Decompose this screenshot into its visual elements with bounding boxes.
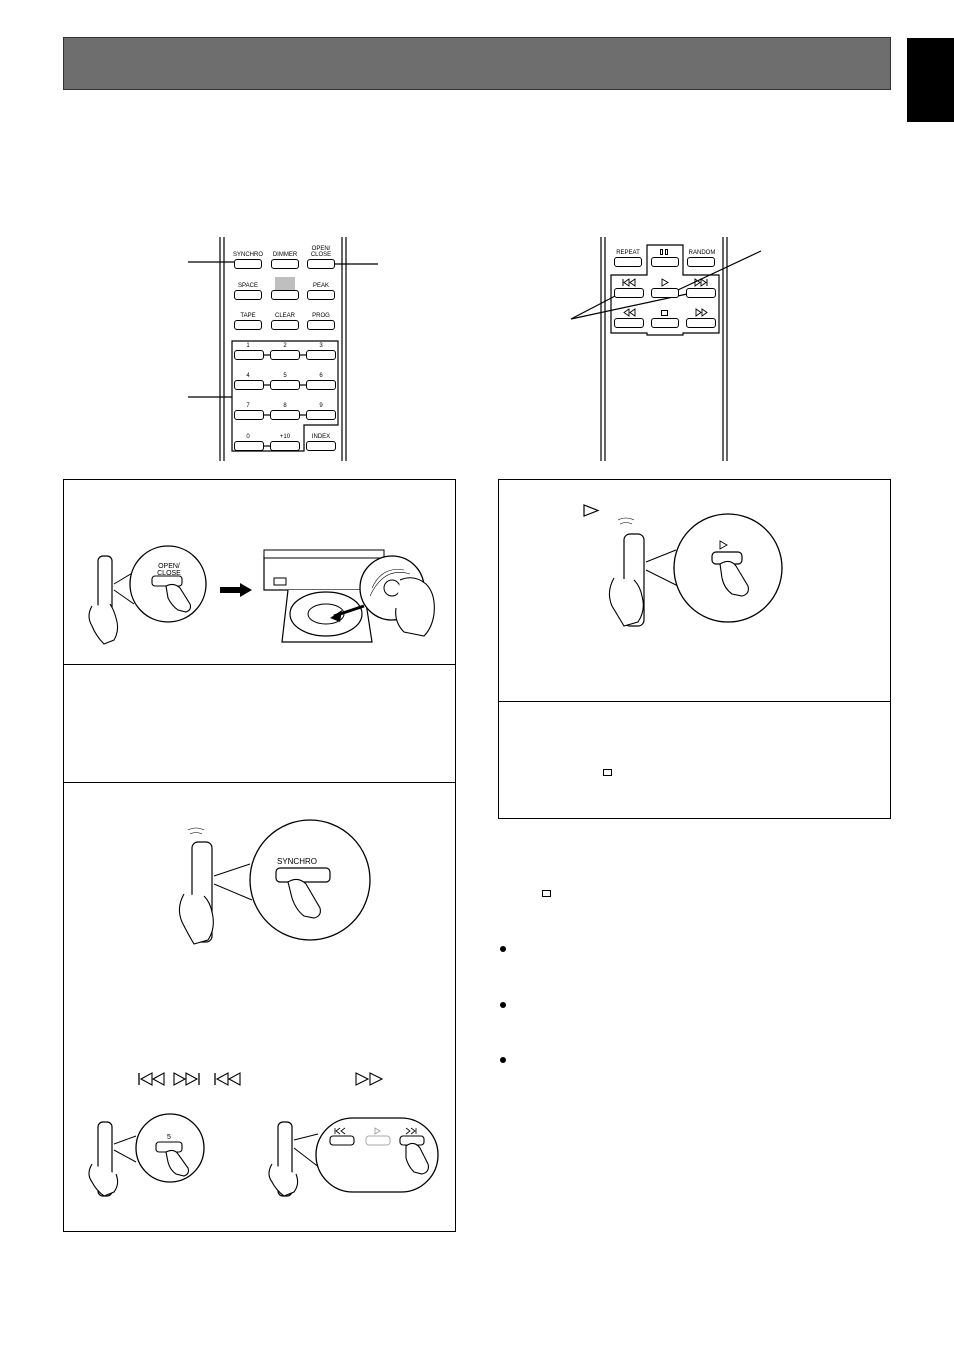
step-divider-right bbox=[499, 701, 890, 702]
index-button[interactable] bbox=[306, 441, 336, 451]
digit-9-button[interactable] bbox=[306, 410, 336, 420]
digit-6-label: 6 bbox=[319, 373, 323, 379]
dimmer-label: DIMMER bbox=[272, 252, 298, 258]
rewind-icon bbox=[623, 308, 636, 317]
index-label: INDEX bbox=[311, 434, 331, 440]
space-button[interactable] bbox=[234, 290, 262, 300]
bullet-point-1 bbox=[500, 946, 506, 952]
blank-grey-button[interactable] bbox=[275, 277, 295, 290]
steps-panel-right bbox=[498, 479, 891, 819]
skip-back-icon bbox=[214, 1072, 241, 1086]
remote-body-outline bbox=[188, 237, 378, 461]
digit-1-button[interactable] bbox=[234, 350, 264, 360]
fast-forward-icon bbox=[695, 308, 708, 317]
hand-remote-open-close-illustration bbox=[88, 545, 207, 645]
synchro-callout-label: SYNCHRO bbox=[276, 857, 317, 866]
step-divider-1 bbox=[64, 664, 455, 665]
prog-label: PROG bbox=[312, 313, 330, 319]
skip-back-icon bbox=[622, 278, 636, 287]
cd-tray-loading-illustration bbox=[263, 549, 435, 643]
open-close-label-bottom: CLOSE bbox=[310, 252, 332, 258]
digit-1-label: 1 bbox=[246, 343, 250, 349]
remote-diagram-right: REPEAT RANDOM bbox=[565, 237, 775, 461]
digit-7-label: 7 bbox=[246, 403, 250, 409]
fast-forward-icon bbox=[355, 1072, 384, 1086]
arrow-right-icon bbox=[220, 583, 252, 597]
synchro-label: SYNCHRO bbox=[232, 252, 263, 258]
open-close-callout-bottom: CLOSE bbox=[157, 570, 181, 577]
middle-button[interactable] bbox=[271, 290, 299, 300]
steps-panel-left: OPEN/ CLOSE SYNCHRO bbox=[63, 479, 456, 1232]
skip-forward-icon bbox=[694, 278, 708, 287]
open-close-callout-top: OPEN/ bbox=[158, 563, 180, 570]
tape-label: TAPE bbox=[240, 313, 256, 319]
pause-icon bbox=[660, 249, 670, 255]
digit-4-label: 4 bbox=[246, 373, 250, 379]
play-icon bbox=[661, 278, 669, 287]
clear-button[interactable] bbox=[271, 320, 299, 330]
digit-5-button[interactable] bbox=[270, 380, 300, 390]
skip-back-button[interactable] bbox=[614, 288, 644, 298]
stop-icon bbox=[603, 769, 612, 776]
digit-3-label: 3 bbox=[319, 343, 323, 349]
language-tab bbox=[907, 38, 954, 122]
hand-remote-digit-illustration bbox=[88, 1113, 205, 1197]
open-close-button[interactable] bbox=[307, 259, 335, 269]
stop-icon bbox=[661, 310, 668, 316]
rewind-button[interactable] bbox=[614, 318, 644, 328]
peak-label: PEAK bbox=[312, 283, 329, 289]
skip-forward-icon bbox=[173, 1072, 200, 1086]
remote-diagram-left: SYNCHRO DIMMER OPEN/ CLOSE SPACE PEAK TA… bbox=[186, 237, 382, 461]
hand-remote-play-illustration bbox=[608, 513, 783, 627]
peak-button[interactable] bbox=[307, 290, 335, 300]
play-button[interactable] bbox=[651, 288, 679, 298]
digit-5-label: 5 bbox=[283, 373, 287, 379]
hand-remote-skip-illustration bbox=[268, 1117, 439, 1197]
plus-ten-button[interactable] bbox=[270, 441, 300, 451]
skip-forward-button[interactable] bbox=[686, 288, 716, 298]
digit-4-button[interactable] bbox=[234, 380, 264, 390]
synchro-button[interactable] bbox=[234, 259, 262, 269]
hand-remote-synchro-illustration bbox=[178, 819, 371, 945]
tape-button[interactable] bbox=[234, 320, 262, 330]
digit-7-button[interactable] bbox=[234, 410, 264, 420]
random-button[interactable] bbox=[687, 257, 715, 267]
digit-five-callout-label: 5 bbox=[167, 1134, 171, 1141]
step-divider-2 bbox=[64, 782, 455, 783]
digit-9-label: 9 bbox=[319, 403, 323, 409]
repeat-label: REPEAT bbox=[616, 250, 640, 256]
skip-back-icon bbox=[138, 1072, 165, 1086]
section-header-bar bbox=[63, 37, 891, 90]
digit-3-button[interactable] bbox=[306, 350, 336, 360]
digit-2-button[interactable] bbox=[270, 350, 300, 360]
pause-button[interactable] bbox=[651, 257, 679, 267]
digit-0-button[interactable] bbox=[234, 441, 264, 451]
prog-button[interactable] bbox=[307, 320, 335, 330]
repeat-button[interactable] bbox=[614, 257, 642, 267]
digit-2-label: 2 bbox=[283, 343, 287, 349]
fast-forward-button[interactable] bbox=[686, 318, 716, 328]
stop-icon bbox=[542, 890, 551, 897]
plus-ten-label: +10 bbox=[279, 434, 291, 440]
bullet-point-3 bbox=[500, 1057, 506, 1063]
play-icon bbox=[583, 504, 600, 517]
bullet-point-2 bbox=[500, 1002, 506, 1008]
remote-body-outline-right bbox=[570, 237, 762, 461]
open-close-label-top: OPEN/ bbox=[311, 246, 331, 252]
digit-0-label: 0 bbox=[246, 434, 250, 440]
space-label: SPACE bbox=[238, 283, 258, 289]
dimmer-button[interactable] bbox=[271, 259, 299, 269]
stop-button[interactable] bbox=[651, 318, 679, 328]
digit-8-label: 8 bbox=[283, 403, 287, 409]
digit-6-button[interactable] bbox=[306, 380, 336, 390]
digit-8-button[interactable] bbox=[270, 410, 300, 420]
clear-label: CLEAR bbox=[274, 313, 295, 319]
random-label: RANDOM bbox=[688, 250, 716, 256]
